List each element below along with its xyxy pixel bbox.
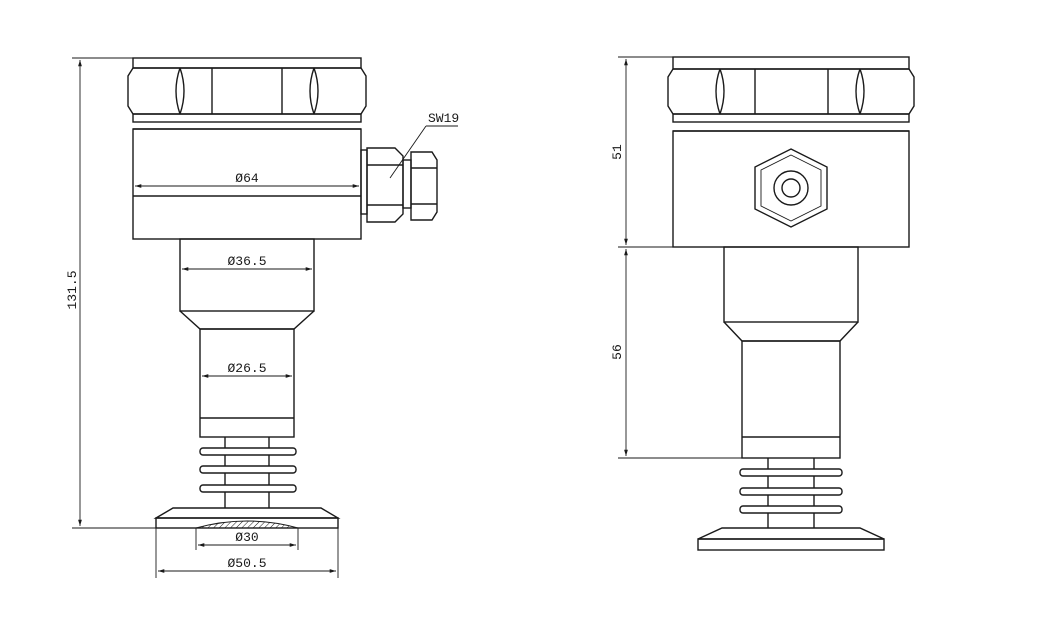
- dim-diaphragm-diameter: Ø30: [195, 528, 299, 550]
- side-stem: [741, 340, 841, 459]
- side-taper: [723, 321, 859, 342]
- neck: [179, 238, 315, 312]
- wrench-size-label: SW19: [428, 111, 459, 126]
- cable-gland: SW19: [360, 111, 459, 223]
- dim-upper-height: 51: [610, 56, 724, 248]
- dim-housing-diameter-label: Ø64: [235, 171, 259, 186]
- side-neck: [723, 246, 859, 323]
- side-view: 51 56: [610, 56, 915, 551]
- dim-neck-diameter: Ø36.5: [182, 254, 312, 271]
- dim-housing-diameter: Ø64: [135, 171, 359, 188]
- dim-neck-diameter-label: Ø36.5: [227, 254, 266, 269]
- dim-lower-height: 56: [610, 249, 742, 459]
- side-cap-band: [672, 113, 910, 123]
- cooling-fins: [199, 437, 297, 508]
- dim-flange-diameter: Ø50.5: [155, 528, 339, 578]
- taper: [179, 310, 315, 330]
- stem: [199, 328, 295, 438]
- housing-cap: [127, 57, 367, 115]
- dim-lower-height-label: 56: [610, 344, 625, 360]
- dim-total-height-label: 131.5: [65, 270, 80, 309]
- dim-flange-diameter-label: Ø50.5: [227, 556, 266, 571]
- cap-band: [132, 113, 362, 123]
- dim-diaphragm-diameter-label: Ø30: [235, 530, 258, 545]
- side-housing-cap: [667, 56, 915, 115]
- dim-total-height: 131.5: [65, 57, 156, 529]
- clamp-flange: [153, 507, 341, 529]
- dim-stem-diameter-label: Ø26.5: [227, 361, 266, 376]
- dim-stem-diameter: Ø26.5: [202, 361, 292, 378]
- side-cable-entry: [754, 148, 828, 228]
- side-cooling-fins: [739, 458, 843, 528]
- side-clamp-flange: [697, 527, 885, 551]
- front-view: SW19 131.5: [65, 57, 459, 578]
- dim-upper-height-label: 51: [610, 144, 625, 160]
